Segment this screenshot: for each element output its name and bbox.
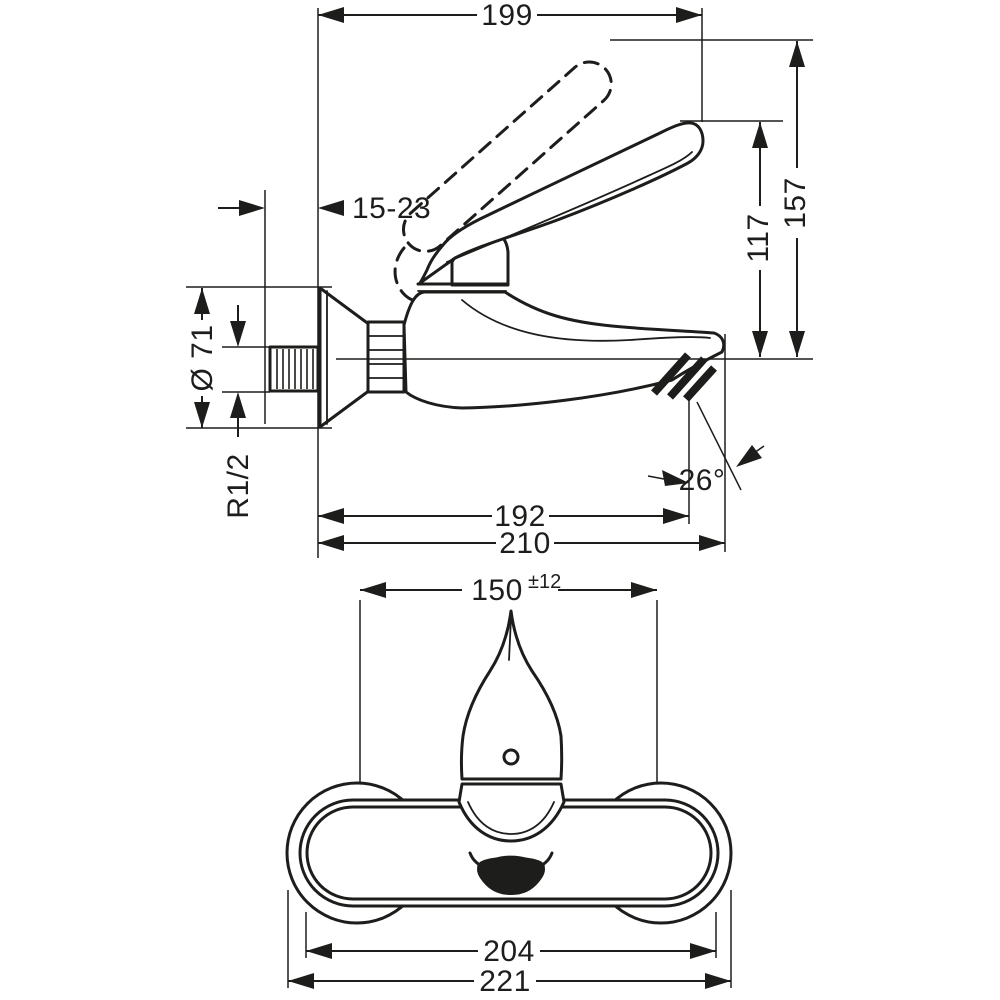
dimension-221: 221 — [288, 965, 731, 998]
dimension-117: 117 — [742, 122, 775, 357]
lever-front — [459, 609, 564, 786]
dimension-15-23: 15-23 — [218, 192, 431, 225]
dimension-204: 204 — [306, 935, 716, 968]
aerator-angle-line — [696, 401, 742, 491]
cartridge-cover-front — [457, 782, 566, 843]
dimension-204-label: 204 — [483, 935, 535, 968]
escutcheon-side — [318, 286, 372, 429]
dimension-192: 192 — [318, 500, 689, 533]
dimension-150-tolerance-label: ±12 — [528, 571, 561, 593]
dimension-157-label: 157 — [779, 177, 812, 229]
dimension-117-label: 117 — [742, 213, 775, 262]
dimension-157: 157 — [779, 41, 812, 357]
dimension-thread-label: R1/2 — [222, 453, 255, 518]
dimension-199-label: 199 — [481, 0, 533, 32]
aerator-front — [468, 851, 554, 895]
mounting-nut — [366, 320, 406, 394]
dimension-150-label: 150 — [471, 574, 523, 607]
lever-screw-hole — [502, 748, 520, 766]
dimension-221-label: 221 — [479, 965, 531, 998]
side-view-faucet — [268, 60, 813, 552]
dimension-199: 199 — [318, 0, 702, 32]
body-and-spout — [402, 290, 726, 410]
thread-hatching — [276, 349, 314, 389]
thread-nipple — [268, 345, 320, 393]
side-view-extension-lines — [186, 8, 813, 558]
dimension-150: 150 ±12 — [360, 571, 657, 607]
dimension-210-label: 210 — [499, 527, 551, 560]
side-view: 199 15-23 Ø 71 R1/2 — [186, 0, 813, 560]
dimension-15-23-label: 15-23 — [352, 192, 431, 225]
lever-side — [418, 121, 705, 285]
dimension-192-label: 192 — [494, 500, 546, 533]
front-view: 150 ±12 204 221 — [285, 571, 733, 998]
body-front — [298, 798, 720, 908]
aerator-side — [651, 352, 717, 402]
dimension-angle-26: 26° — [647, 445, 765, 497]
dimension-210: 210 — [318, 527, 725, 560]
dimension-angle-label: 26° — [679, 464, 726, 497]
dimension-thread-r12: R1/2 — [222, 305, 255, 519]
dimension-diameter-label: Ø 71 — [186, 324, 219, 391]
dimension-diameter-71: Ø 71 — [186, 288, 219, 428]
lever-raised-dashed — [393, 60, 613, 304]
